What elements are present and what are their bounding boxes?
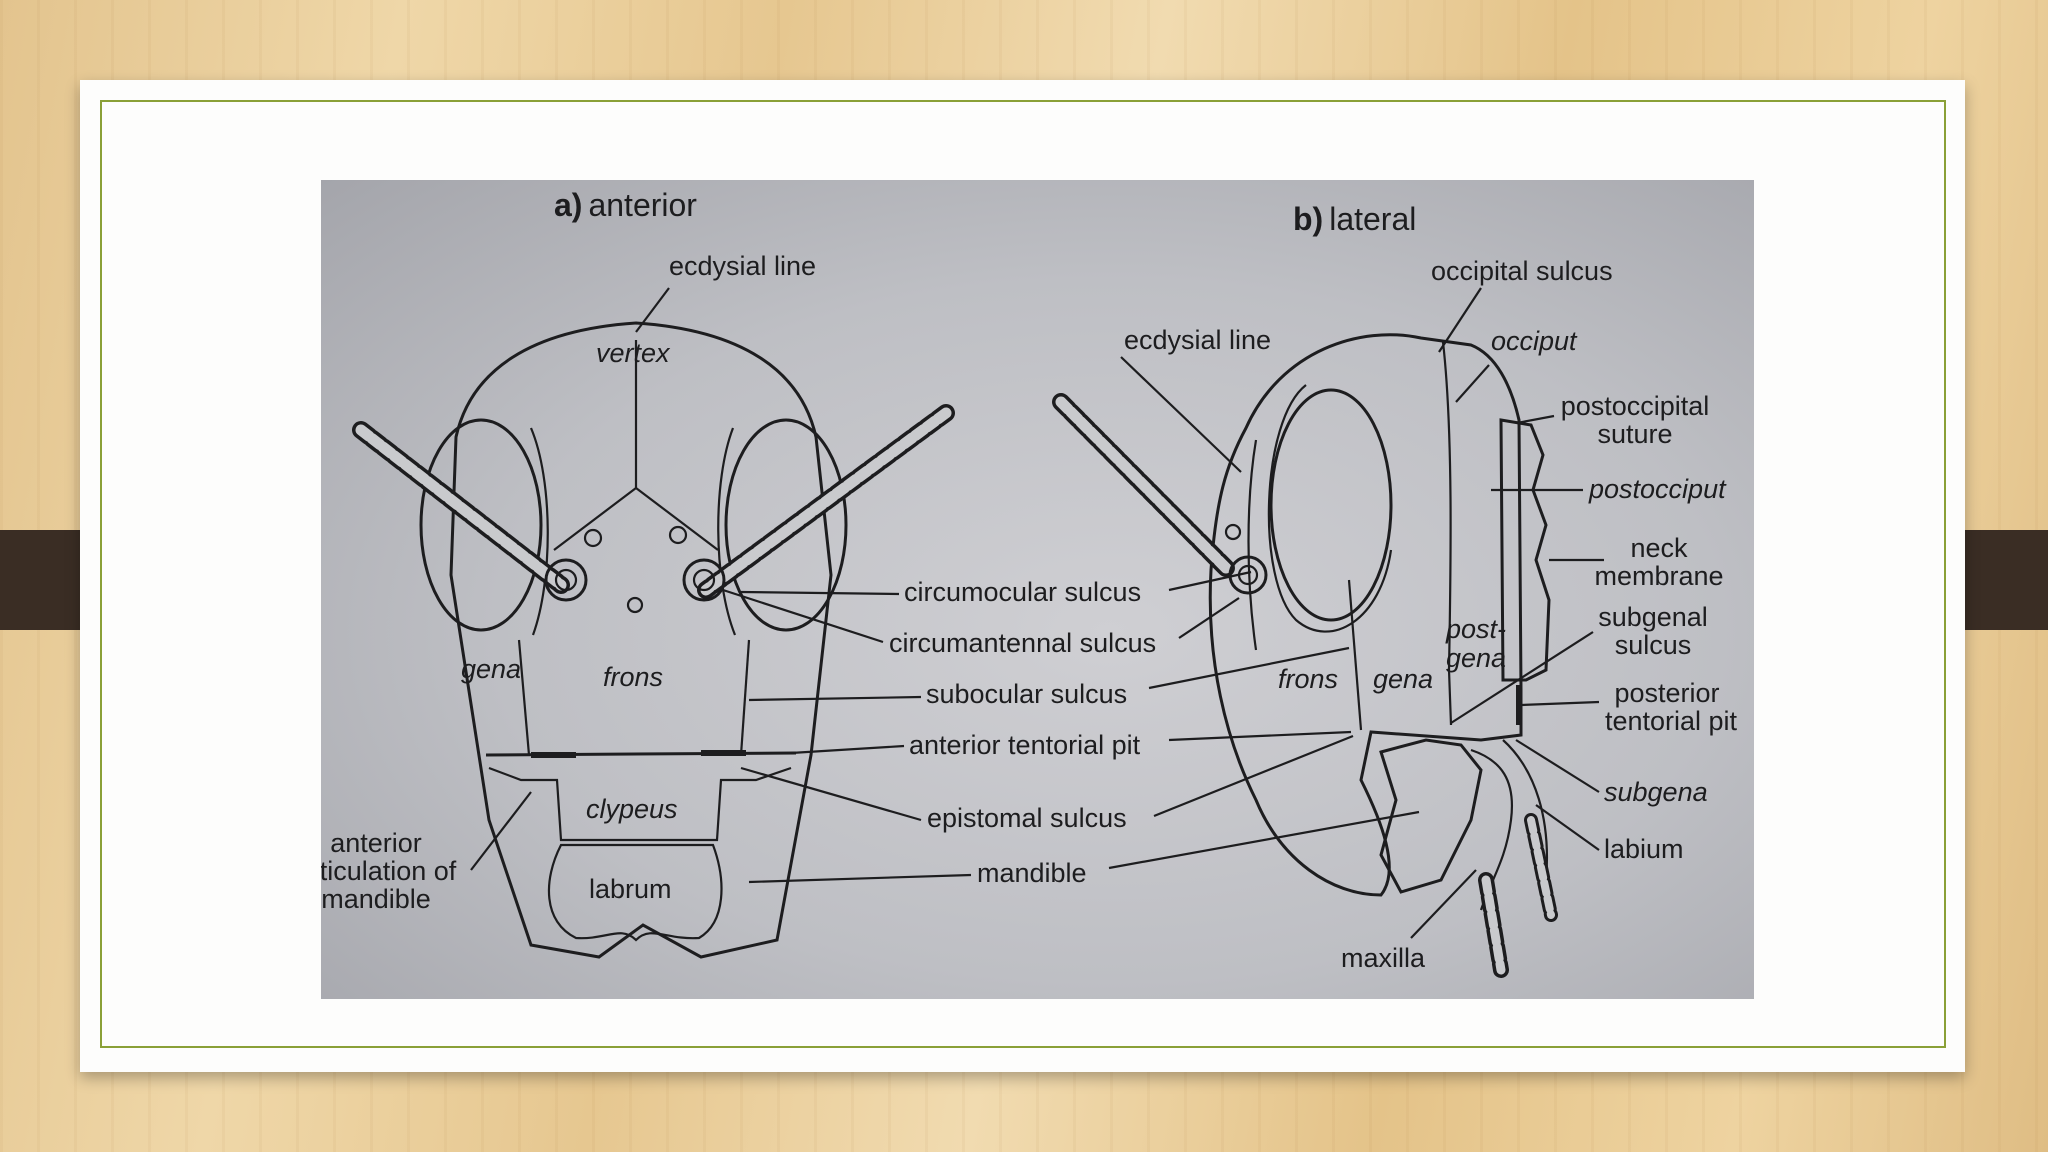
lateral-compound-eye xyxy=(1269,388,1393,622)
label-frons-lateral: frons xyxy=(1278,664,1338,694)
label-ecdysial-line-lateral: ecdysial line xyxy=(1124,325,1271,355)
label-gena-anterior: gena xyxy=(461,654,521,684)
panel-a-heading: a)anterior xyxy=(554,187,697,223)
label-postgena-2: gena xyxy=(1446,643,1506,673)
label-postoccipital-suture-1: postoccipital xyxy=(1561,391,1710,421)
label-gena-lateral: gena xyxy=(1373,664,1433,694)
label-circumocular-sulcus: circumocular sulcus xyxy=(904,577,1141,607)
label-posterior-tentorial-pit-1: posterior xyxy=(1614,678,1719,708)
label-labrum: labrum xyxy=(589,874,672,904)
label-maxilla: maxilla xyxy=(1341,943,1426,973)
label-ecdysial-line-anterior: ecdysial line xyxy=(669,251,816,281)
label-circumantennal-sulcus: circumantennal sulcus xyxy=(889,628,1156,658)
label-neck-membrane-1: neck xyxy=(1630,533,1688,563)
label-vertex: vertex xyxy=(596,338,671,368)
label-postocciput: postocciput xyxy=(1588,474,1727,504)
label-postgena-1: post- xyxy=(1445,614,1506,644)
insect-head-diagram: a)anterior ecdysial line vertex gena fro… xyxy=(321,187,1738,978)
label-subgena: subgena xyxy=(1604,777,1708,807)
label-occiput: occiput xyxy=(1491,326,1578,356)
anterior-head-drawing xyxy=(352,321,955,959)
label-anterior-articulation-2: articulation of xyxy=(321,856,457,886)
label-anterior-articulation-1: anterior xyxy=(330,828,422,858)
label-anterior-articulation-3: mandible xyxy=(321,884,431,914)
label-subgenal-sulcus-2: sulcus xyxy=(1615,630,1692,660)
right-compound-eye xyxy=(724,418,848,632)
label-occipital-sulcus: occipital sulcus xyxy=(1431,256,1613,286)
slide-border xyxy=(100,100,1946,1048)
label-subocular-sulcus: subocular sulcus xyxy=(926,679,1127,709)
left-compound-eye xyxy=(419,418,543,632)
label-anterior-tentorial-pit: anterior tentorial pit xyxy=(909,730,1141,760)
panel-b-heading: b)lateral xyxy=(1293,201,1416,237)
label-epistomal-sulcus: epistomal sulcus xyxy=(927,803,1127,833)
label-subgenal-sulcus-1: subgenal xyxy=(1598,602,1708,632)
label-frons-anterior: frons xyxy=(603,662,663,692)
label-posterior-tentorial-pit-2: tentorial pit xyxy=(1605,706,1738,736)
postocciput-region xyxy=(1499,418,1551,682)
label-postoccipital-suture-2: suture xyxy=(1597,419,1672,449)
label-mandible: mandible xyxy=(977,858,1087,888)
label-neck-membrane-2: membrane xyxy=(1594,561,1723,591)
insect-head-diagram-photo: a)anterior ecdysial line vertex gena fro… xyxy=(321,180,1754,999)
label-clypeus: clypeus xyxy=(586,794,678,824)
lateral-head-drawing xyxy=(1052,333,1558,978)
label-labium: labium xyxy=(1604,834,1684,864)
